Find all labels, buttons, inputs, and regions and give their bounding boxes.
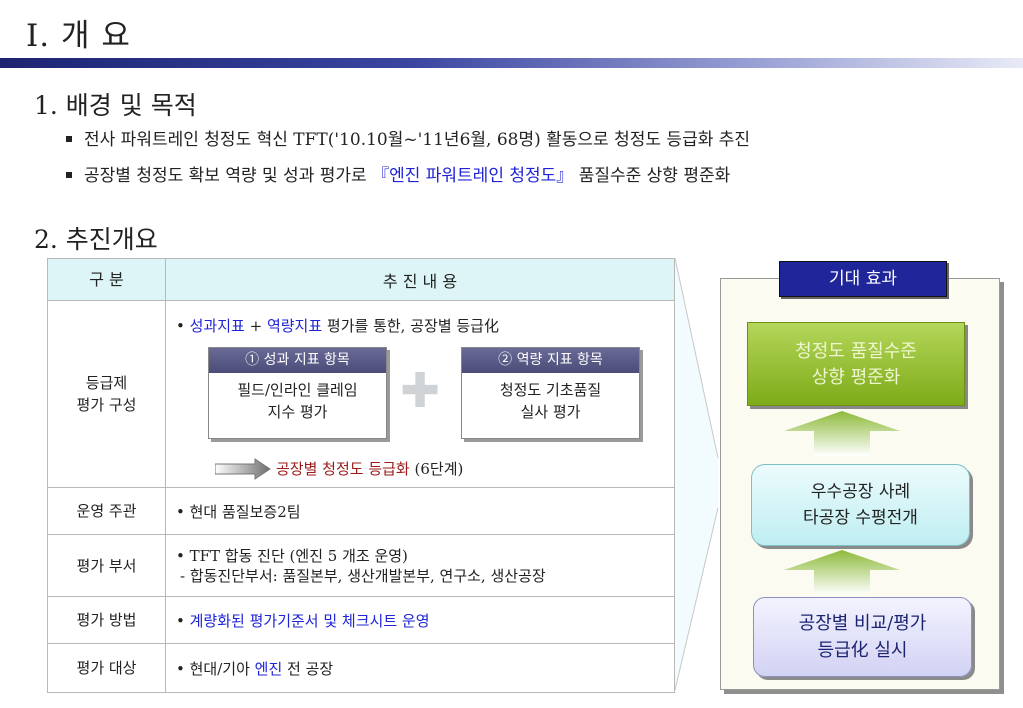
grade-system-content: • 성과지표 + 역량지표 평가를 통한, 공장별 등급化 ① 성과 지표 항목… <box>165 300 675 488</box>
quality-level-line1: 청정도 품질수준 <box>795 341 917 362</box>
table-row: 운영 주관 • 현대 품질보증2팀 <box>47 487 675 535</box>
plant-evaluation-line1: 공장별 비교/평가 <box>798 613 927 634</box>
target-highlight: 엔진 <box>254 659 283 678</box>
department-content: • TFT 합동 진단 (엔진 5 개조 운영) - 합동진단부서: 품질본부,… <box>165 534 675 597</box>
bullet1-text: 전사 파워트레인 청정도 혁신 TFT('10.10월~'11년6월, 68명)… <box>84 130 751 150</box>
bullet-dot: • <box>176 659 190 678</box>
table-row: 평가 방법 • 계량화된 평가기준서 및 체크시트 운영 <box>47 596 675 644</box>
intro-plus: + <box>244 317 267 335</box>
plus-icon: ✚ <box>400 363 441 419</box>
title-divider-bar <box>0 58 1023 68</box>
overview-table: 구 분 추 진 내 용 등급제 평가 구성 • 성과지표 + 역량지표 평가를 … <box>47 258 675 693</box>
section1-bullet2: 공장별 청정도 확보 역량 및 성과 평가로 『엔진 파워트레인 청정도』 품질… <box>66 161 730 186</box>
bullet2-highlight: 『엔진 파워트레인 청정도』 <box>372 166 574 186</box>
row-label-target: 평가 대상 <box>47 643 166 693</box>
operator-content: • 현대 품질보증2팀 <box>165 487 675 535</box>
bullet-dot: • <box>176 317 190 335</box>
plant-evaluation-box: 공장별 비교/평가 등급化 실시 <box>753 597 972 677</box>
operator-text: 현대 품질보증2팀 <box>189 502 301 521</box>
bullet2-text-pre: 공장별 청정도 확보 역량 및 성과 평가로 <box>84 166 373 186</box>
capability-index-line2: 실사 평가 <box>520 403 581 421</box>
bullet-square-icon <box>66 135 72 142</box>
target-text-post: 전 공장 <box>282 659 334 678</box>
performance-index-header: ① 성과 지표 항목 <box>209 348 386 373</box>
page-title: Ⅰ. 개 요 <box>26 18 131 54</box>
performance-index-box: ① 성과 지표 항목 필드/인라인 클레임 지수 평가 <box>208 347 387 439</box>
target-text-pre: 현대/기아 <box>189 659 255 678</box>
target-content: • 현대/기아 엔진 전 공장 <box>165 643 675 693</box>
bullet2-text-post: 품질수준 상향 평준화 <box>573 166 731 186</box>
performance-index-line2: 지수 평가 <box>267 403 328 421</box>
best-practice-line1: 우수공장 사례 <box>810 482 911 502</box>
method-text: 계량화된 평가기준서 및 체크시트 운영 <box>189 611 430 630</box>
bullet-square-icon <box>66 171 72 178</box>
grade-result: 공장별 청정도 등급화 (6단계) <box>276 458 463 479</box>
row-label-operator: 운영 주관 <box>47 487 166 535</box>
method-content: • 계량화된 평가기준서 및 체크시트 운영 <box>165 596 675 644</box>
capability-index-box: ② 역량 지표 항목 청정도 기초품질 실사 평가 <box>461 347 640 439</box>
department-line1: • TFT 합동 진단 (엔진 5 개조 운영) <box>176 546 673 566</box>
bullet-dot: • <box>176 502 190 521</box>
performance-index-line1: 필드/인라인 클레임 <box>237 381 358 399</box>
quality-level-line2: 상향 평준화 <box>811 367 901 388</box>
capability-index-header: ② 역량 지표 항목 <box>462 348 639 373</box>
section2-heading: 2. 추진개요 <box>34 225 158 254</box>
capability-index-body: 청정도 기초품질 실사 평가 <box>462 373 639 423</box>
grade-intro: • 성과지표 + 역량지표 평가를 통한, 공장별 등급化 <box>176 315 499 336</box>
right-arrow-icon <box>215 458 271 480</box>
department-line2: - 합동진단부서: 품질본부, 생산개발본부, 연구소, 생산공장 <box>180 566 546 585</box>
expected-effect-title: 기대 효과 <box>779 261 947 297</box>
up-arrow-icon <box>784 550 900 595</box>
table-row: 평가 부서 • TFT 합동 진단 (엔진 5 개조 운영) - 합동진단부서:… <box>47 534 675 597</box>
best-practice-line2: 타공장 수평전개 <box>803 508 918 528</box>
intro-rest: 평가를 통한, 공장별 등급化 <box>322 317 499 335</box>
table-row: 평가 대상 • 현대/기아 엔진 전 공장 <box>47 643 675 693</box>
up-arrow-icon <box>784 411 900 456</box>
quality-level-box: 청정도 품질수준 상향 평준화 <box>747 322 965 406</box>
row-label-line2: 평가 구성 <box>76 396 137 414</box>
section1-heading: 1. 배경 및 목적 <box>34 91 197 120</box>
bullet-dot: • <box>176 546 190 565</box>
department-line1-text: TFT 합동 진단 (엔진 5 개조 운영) <box>189 546 408 565</box>
table-header-row: 구 분 추 진 내 용 <box>47 258 675 301</box>
header-content: 추 진 내 용 <box>165 258 675 301</box>
connector-funnel <box>674 258 719 691</box>
section1-bullet1: 전사 파워트레인 청정도 혁신 TFT('10.10월~'11년6월, 68명)… <box>66 125 750 150</box>
row-label-grade-system: 등급제 평가 구성 <box>47 300 166 488</box>
intro-highlight-capability: 역량지표 <box>266 317 323 335</box>
header-category: 구 분 <box>47 258 166 301</box>
row-label-line1: 등급제 <box>85 374 128 392</box>
plant-evaluation-line2: 등급化 실시 <box>817 640 908 661</box>
result-rest: (6단계) <box>409 460 464 478</box>
table-row: 등급제 평가 구성 • 성과지표 + 역량지표 평가를 통한, 공장별 등급化 … <box>47 300 675 488</box>
row-label-method: 평가 방법 <box>47 596 166 644</box>
bullet-dot: • <box>176 611 190 630</box>
intro-highlight-performance: 성과지표 <box>189 317 245 335</box>
performance-index-body: 필드/인라인 클레임 지수 평가 <box>209 373 386 423</box>
row-label-department: 평가 부서 <box>47 534 166 597</box>
capability-index-line1: 청정도 기초품질 <box>499 381 602 399</box>
result-highlight: 공장별 청정도 등급화 <box>276 460 410 478</box>
best-practice-box: 우수공장 사례 타공장 수평전개 <box>751 464 970 546</box>
